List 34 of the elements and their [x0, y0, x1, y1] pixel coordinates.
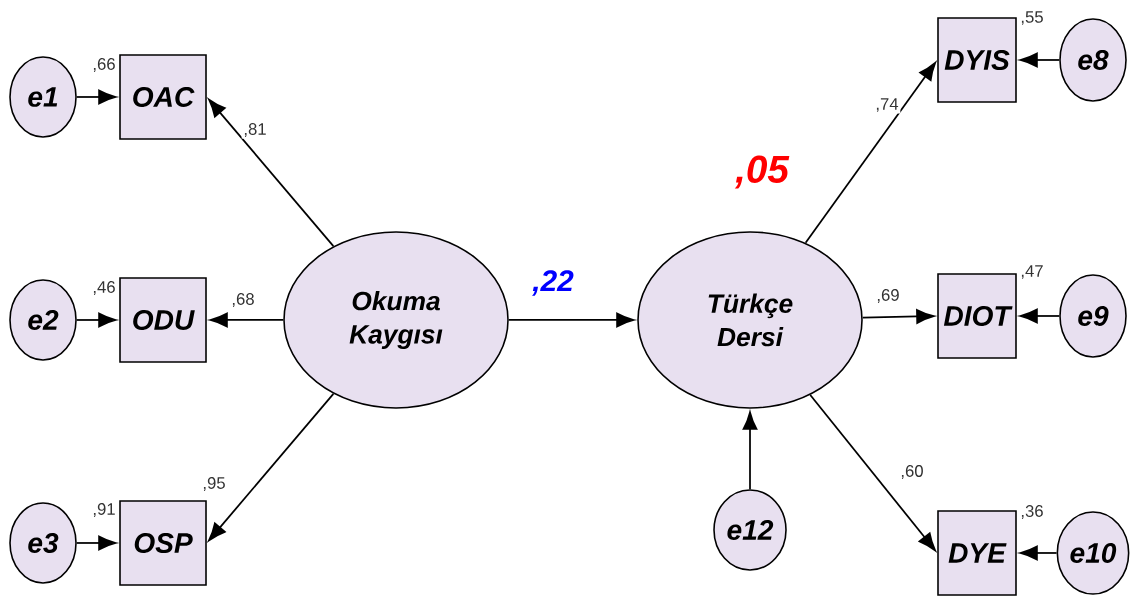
edge-label: ,81: [241, 121, 269, 139]
edge-label: ,69: [874, 287, 902, 305]
edge-label: ,60: [898, 463, 926, 481]
arrow: [1019, 545, 1058, 561]
value-label: ,46: [93, 281, 115, 295]
arrow: [804, 62, 936, 244]
arrow: [1019, 52, 1061, 68]
arrow: [208, 98, 335, 248]
observed-box: OSP: [119, 500, 207, 586]
arrow: [809, 394, 936, 552]
observed-box: DYE: [937, 510, 1017, 596]
edge-label: ,68: [229, 291, 257, 309]
variance-label: ,05: [734, 155, 790, 189]
edge-label: ,22: [530, 268, 576, 298]
arrow: [75, 535, 117, 551]
arrow: [75, 312, 117, 328]
arrow: [742, 411, 758, 491]
arrow: [861, 309, 935, 324]
observed-box: DYIS: [937, 17, 1017, 103]
arrow: [75, 89, 117, 105]
observed-box: ODU: [119, 277, 207, 363]
arrow: [208, 392, 335, 542]
arrow: [209, 312, 285, 328]
value-label: ,66: [93, 58, 115, 72]
edge-label: ,95: [200, 475, 228, 493]
arrow: [507, 312, 635, 328]
value-label: ,55: [1021, 11, 1043, 25]
edge-label: ,74: [873, 96, 901, 114]
value-label: ,36: [1021, 505, 1043, 519]
arrow: [1019, 308, 1061, 324]
observed-box: OAC: [119, 54, 207, 140]
value-label: ,47: [1021, 265, 1043, 279]
observed-box: DIOT: [937, 273, 1017, 359]
value-label: ,91: [93, 503, 115, 517]
